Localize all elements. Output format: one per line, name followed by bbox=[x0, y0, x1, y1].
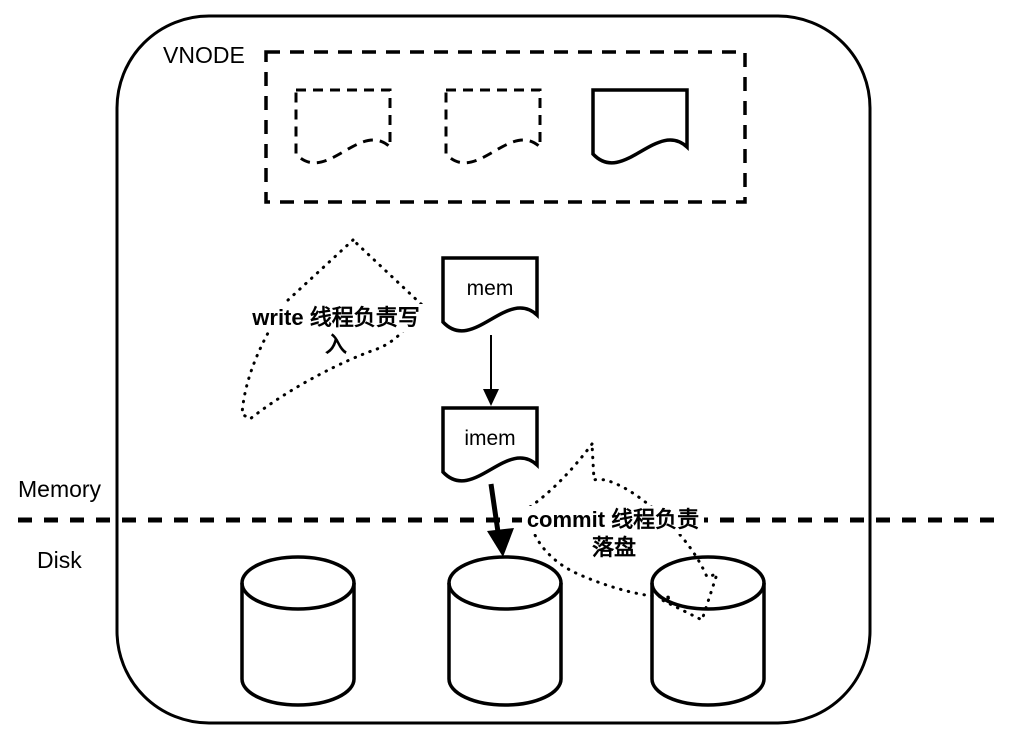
arrow-imem-to-disk bbox=[487, 483, 514, 557]
mem-document-icon bbox=[441, 256, 539, 333]
disk-region-label: Disk bbox=[37, 547, 82, 573]
cylinder-body bbox=[447, 583, 563, 707]
arrow-shaft bbox=[488, 483, 501, 533]
write-annotation-line2: 入 bbox=[325, 332, 347, 357]
disk-cylinder-icon bbox=[650, 555, 766, 707]
arrow-mem-to-imem bbox=[483, 335, 499, 406]
cylinder-top bbox=[240, 555, 356, 611]
write-annotation-line1: write 线程负责写 bbox=[251, 305, 419, 330]
dashed-document-icon bbox=[294, 88, 392, 165]
cylinder-body bbox=[240, 583, 356, 707]
write-annotation-bg bbox=[248, 304, 424, 332]
thick-down-arrow-icon bbox=[487, 528, 514, 557]
mem-node: mem bbox=[441, 256, 539, 333]
commit-annotation: commit 线程负责 落盘 bbox=[522, 506, 704, 560]
buffer-box-border bbox=[264, 50, 747, 204]
imem-label: imem bbox=[464, 427, 515, 450]
commit-annotation-bg bbox=[522, 506, 704, 534]
mem-label: mem bbox=[467, 277, 514, 300]
commit-annotation-line1: commit 线程负责 bbox=[527, 507, 699, 532]
cylinder-body bbox=[650, 583, 766, 707]
buffer-dashed-box bbox=[264, 50, 747, 204]
dashed-document-icon bbox=[444, 88, 542, 165]
memory-region-label: Memory bbox=[18, 476, 102, 502]
write-annotation-bg bbox=[322, 332, 350, 358]
document-icon bbox=[591, 88, 689, 165]
imem-document-icon bbox=[441, 406, 539, 483]
imem-node: imem bbox=[441, 406, 539, 483]
disk-cylinder-icon bbox=[447, 555, 563, 707]
commit-annotation-line2: 落盘 bbox=[592, 535, 636, 560]
vnode-label: VNODE bbox=[163, 42, 245, 68]
disk-cylinder-icon bbox=[240, 555, 356, 707]
down-arrow-icon bbox=[483, 389, 499, 406]
commit-annotation-bg bbox=[586, 534, 642, 560]
cylinder-top bbox=[447, 555, 563, 611]
write-curved-dotted-arrow-icon bbox=[240, 237, 423, 421]
vnode-container: VNODE bbox=[115, 14, 872, 725]
write-annotation: write 线程负责写 入 bbox=[248, 304, 424, 358]
vnode-border bbox=[115, 14, 872, 725]
